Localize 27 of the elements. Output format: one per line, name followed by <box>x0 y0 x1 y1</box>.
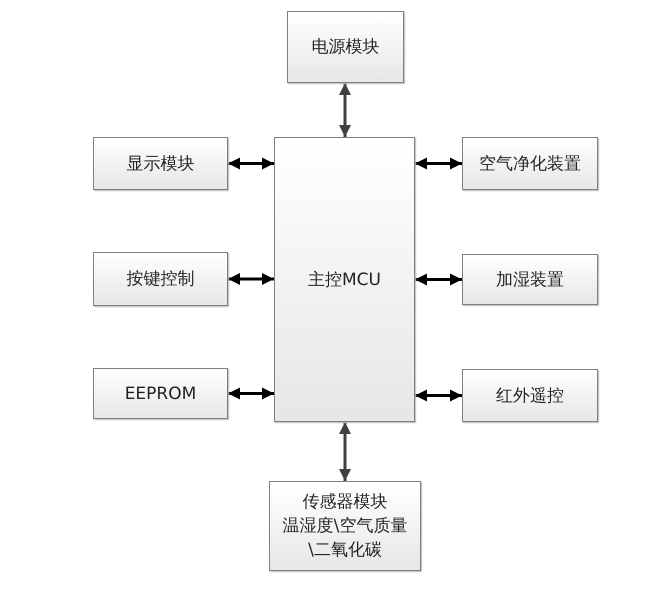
box-label: 按键控制 <box>126 268 194 291</box>
module-box <box>287 11 404 83</box>
box-label: 空气净化装置 <box>479 152 581 176</box>
double-arrow <box>415 390 462 402</box>
double-arrow <box>339 83 351 137</box>
box-label: 显示模块 <box>126 152 194 176</box>
box-description: 温湿度\空气质量\二氧化碳 <box>282 515 408 562</box>
double-arrow <box>339 422 351 481</box>
double-arrow <box>228 388 274 400</box>
controller-box <box>274 137 415 422</box>
double-arrow <box>415 274 462 286</box>
module-box <box>462 137 598 190</box>
box-label: EEPROM <box>124 382 196 406</box>
module-box <box>269 481 421 571</box>
box-label: 传感器模块 <box>302 491 388 514</box>
module-box <box>462 254 598 305</box>
double-arrow <box>415 158 462 170</box>
module-box <box>93 252 228 306</box>
box-label: 主控MCU <box>308 268 381 292</box>
double-arrow <box>228 158 274 170</box>
box-label: 加湿装置 <box>496 268 564 292</box>
box-label: 红外遥控 <box>496 384 564 408</box>
module-box <box>462 369 598 422</box>
box-label: 电源模块 <box>312 36 380 59</box>
module-box <box>93 137 228 190</box>
module-box <box>93 368 228 419</box>
double-arrow <box>228 273 274 285</box>
